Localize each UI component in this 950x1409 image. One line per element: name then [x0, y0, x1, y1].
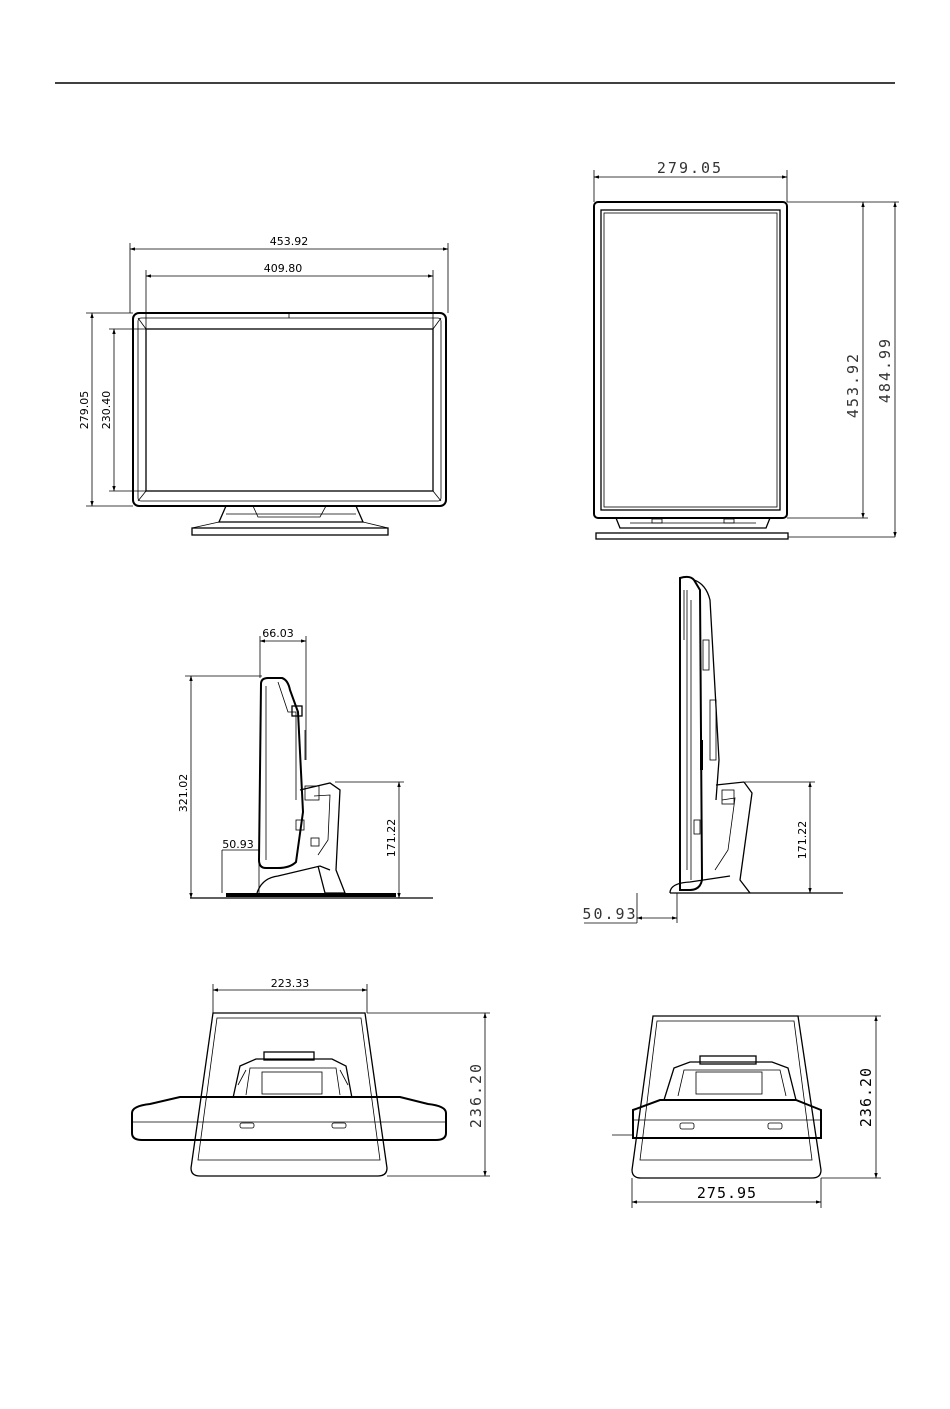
- dim-top-portrait-width: 275.95: [697, 1184, 757, 1202]
- front-landscape-view: 453.92 409.80 279.05 230.40: [78, 235, 448, 535]
- dim-top-depth: 236.20: [467, 1062, 485, 1128]
- top-portrait-view: 236.20 275.95: [612, 1016, 881, 1208]
- dim-side-stand-height: 171.22: [385, 819, 398, 858]
- dim-portrait-side-stand-height: 171.22: [796, 821, 809, 860]
- dim-side-offset: 50.93: [222, 838, 254, 851]
- dim-top-base-width: 223.33: [271, 977, 310, 990]
- front-portrait-view: 279.05 453.92 484.99: [594, 159, 899, 539]
- side-portrait-view: 171.22 50.93: [582, 577, 843, 923]
- dim-portrait-side-offset: 50.93: [582, 905, 637, 923]
- side-landscape-view: 66.03 321.02 171.22 50.93: [177, 627, 433, 898]
- dim-side-depth: 66.03: [262, 627, 294, 640]
- dim-front-width-active: 409.80: [264, 262, 303, 275]
- dim-portrait-height-display: 453.92: [844, 352, 862, 418]
- dim-front-height-overall: 279.05: [78, 391, 91, 430]
- dim-front-height-active: 230.40: [100, 391, 113, 430]
- top-landscape-view: 223.33 236.20: [132, 977, 490, 1176]
- dim-portrait-height-overall: 484.99: [876, 337, 894, 403]
- dim-front-width-overall: 453.92: [270, 235, 309, 248]
- dim-side-height-overall: 321.02: [177, 774, 190, 813]
- dim-portrait-width: 279.05: [657, 159, 723, 177]
- dim-top-portrait-depth: 236.20: [857, 1067, 875, 1127]
